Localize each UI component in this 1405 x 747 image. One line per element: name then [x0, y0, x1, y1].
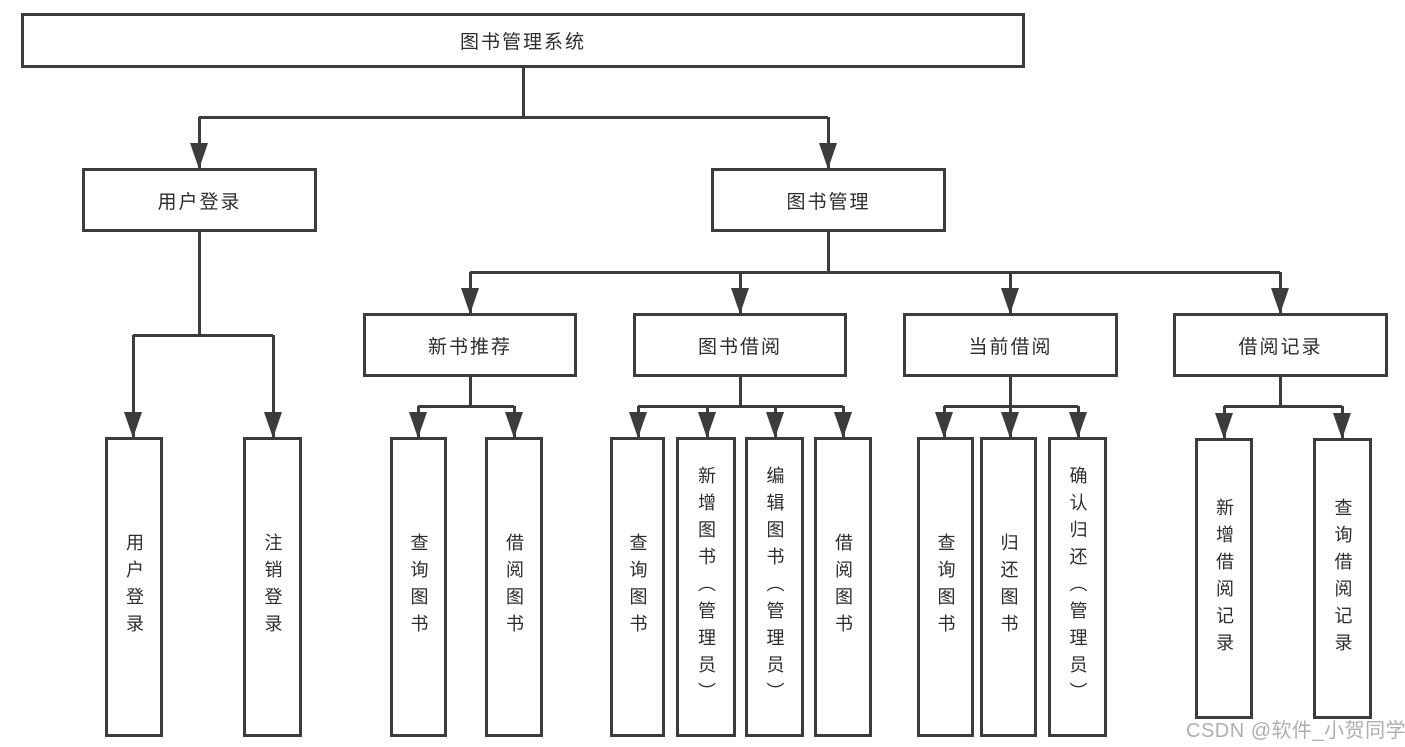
- arrowhead-down-icon: [1001, 288, 1019, 314]
- connector-line: [197, 232, 201, 336]
- connector-line: [418, 404, 514, 408]
- node-borrow-records: 借阅记录: [1173, 313, 1388, 377]
- connector-line: [271, 335, 275, 437]
- node-label: 新增图书（管理员）: [696, 465, 716, 709]
- connector-line: [1224, 404, 1342, 408]
- arrowhead-down-icon: [409, 412, 427, 438]
- node-label: 查询图书: [408, 533, 429, 641]
- node-label: 新增借阅记录: [1214, 497, 1234, 660]
- connector-line: [197, 117, 201, 168]
- node-leaf-logout: 注销登录: [243, 437, 302, 737]
- arrowhead-down-icon: [1001, 412, 1019, 438]
- connector-line: [826, 117, 830, 168]
- node-leaf-confirm-return: 确认归还（管理员）: [1048, 437, 1107, 737]
- connector-line: [133, 333, 273, 337]
- connector-line: [199, 115, 828, 119]
- connector-line: [470, 270, 1280, 274]
- arrowhead-down-icon: [834, 412, 852, 438]
- node-leaf-edit-books: 编辑图书（管理员）: [745, 437, 804, 737]
- node-label: 编辑图书（管理员）: [764, 465, 785, 709]
- connector-line: [1008, 377, 1012, 407]
- node-leaf-add-books: 新增图书（管理员）: [676, 437, 736, 737]
- node-label: 归还图书: [998, 533, 1019, 641]
- connector-line: [826, 232, 830, 273]
- node-leaf-add-borrow-record: 新增借阅记录: [1195, 438, 1253, 719]
- node-label: 用户登录: [157, 191, 242, 213]
- node-label: 图书管理: [786, 191, 871, 213]
- node-current-borrow: 当前借阅: [903, 313, 1118, 377]
- arrowhead-down-icon: [1271, 288, 1289, 314]
- connector-line: [131, 335, 135, 437]
- node-leaf-borrow-books-1: 借阅图书: [485, 437, 543, 737]
- arrowhead-down-icon: [819, 143, 837, 169]
- node-label: 图书管理系统: [459, 32, 586, 53]
- node-label: 当前借阅: [968, 336, 1053, 358]
- arrowhead-down-icon: [1333, 413, 1351, 439]
- node-book-management: 图书管理: [711, 168, 946, 232]
- arrowhead-down-icon: [124, 412, 142, 438]
- arrowhead-down-icon: [629, 412, 647, 438]
- node-leaf-borrow-books-2: 借阅图书: [814, 437, 872, 737]
- arrowhead-down-icon: [698, 412, 716, 438]
- node-book-borrow: 图书借阅: [633, 313, 847, 377]
- connector-line: [1278, 377, 1282, 407]
- node-label: 查询图书: [935, 533, 956, 641]
- connector-line: [638, 404, 843, 408]
- node-leaf-query-borrow-record: 查询借阅记录: [1313, 438, 1372, 719]
- node-leaf-query-books-3: 查询图书: [917, 437, 974, 737]
- arrowhead-down-icon: [461, 288, 479, 314]
- connector-line: [468, 377, 472, 407]
- arrowhead-down-icon: [1069, 412, 1087, 438]
- node-label: 用户登录: [124, 533, 144, 641]
- node-label: 借阅图书: [504, 533, 524, 641]
- node-label: 查询图书: [627, 533, 648, 641]
- node-root: 图书管理系统: [21, 13, 1025, 68]
- connector-line: [521, 68, 525, 118]
- csdn-watermark: CSDN @软件_小贺同学: [1186, 720, 1405, 742]
- node-label: 借阅图书: [833, 533, 853, 641]
- node-label: 图书借阅: [697, 336, 782, 358]
- connector-line: [738, 377, 742, 407]
- arrowhead-down-icon: [505, 412, 523, 438]
- node-user-login: 用户登录: [82, 168, 317, 232]
- arrowhead-down-icon: [731, 288, 749, 314]
- node-label: 查询借阅记录: [1332, 497, 1353, 660]
- node-leaf-return-books: 归还图书: [980, 437, 1037, 737]
- node-leaf-query-books-2: 查询图书: [610, 437, 665, 737]
- node-leaf-query-books-1: 查询图书: [390, 437, 447, 737]
- node-label: 新书推荐: [427, 336, 512, 358]
- node-new-book-recommend: 新书推荐: [363, 313, 577, 377]
- node-label: 借阅记录: [1238, 336, 1323, 358]
- node-leaf-user-login: 用户登录: [105, 437, 163, 737]
- arrowhead-down-icon: [264, 412, 282, 438]
- arrowhead-down-icon: [1215, 413, 1233, 439]
- arrowhead-down-icon: [190, 143, 208, 169]
- node-label: 确认归还（管理员）: [1067, 465, 1088, 709]
- node-label: 注销登录: [262, 533, 283, 641]
- arrowhead-down-icon: [935, 412, 953, 438]
- arrowhead-down-icon: [766, 412, 784, 438]
